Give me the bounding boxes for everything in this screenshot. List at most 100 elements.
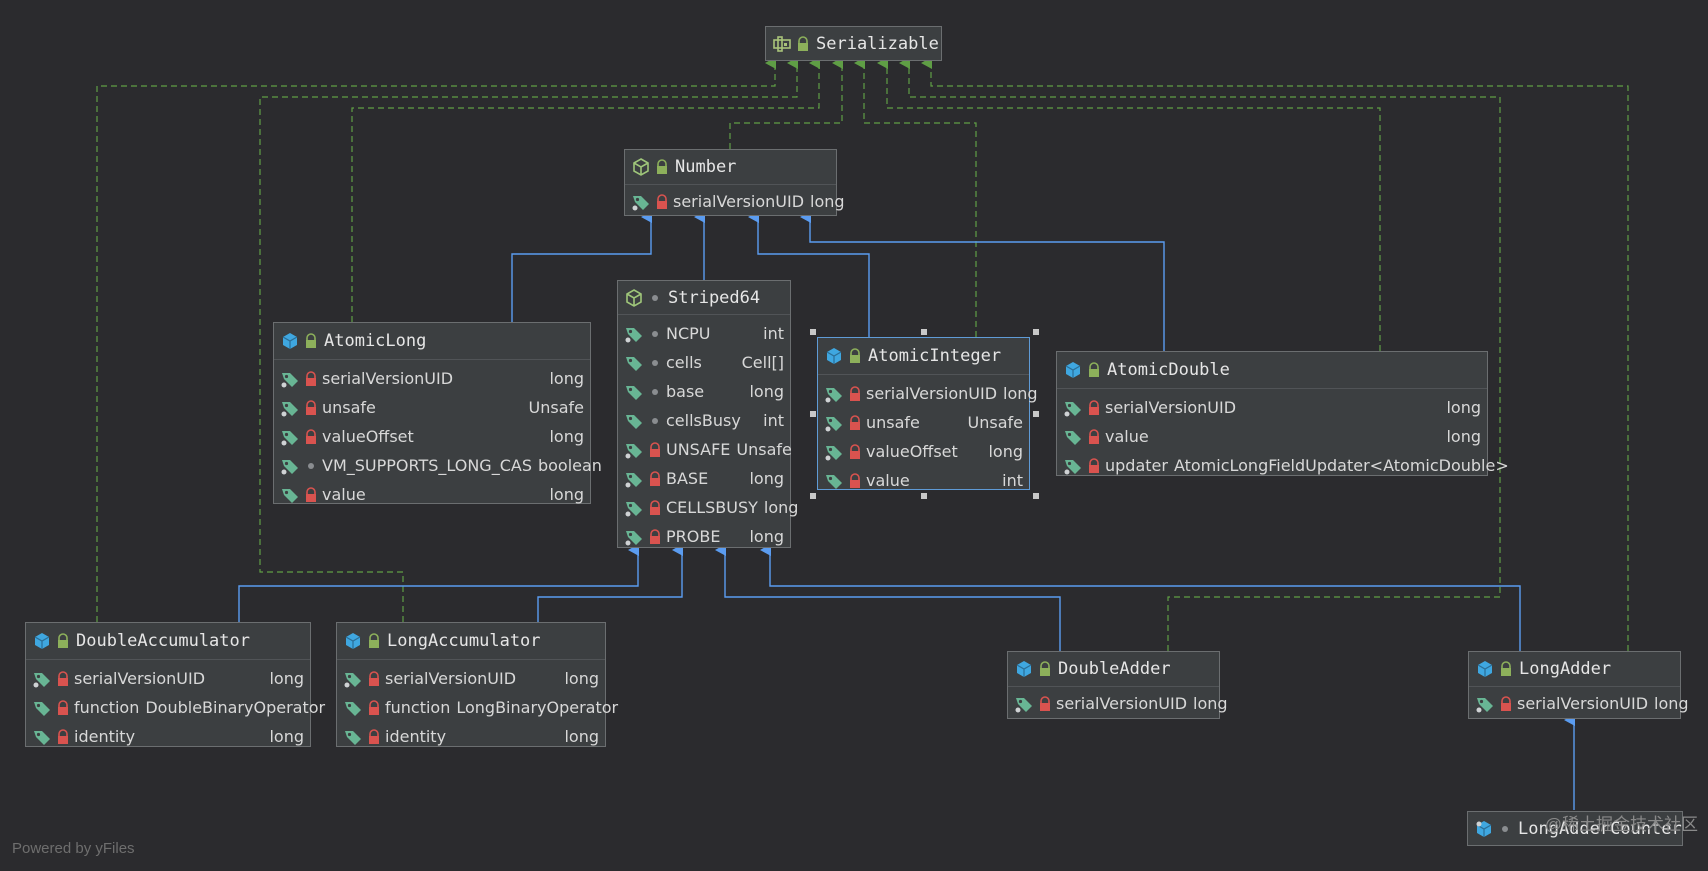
selection-handle[interactable]: [810, 329, 816, 335]
field-type: long: [549, 427, 584, 446]
field-icon: [624, 382, 644, 402]
edge-number-serializable: [729, 57, 843, 149]
node-serializable[interactable]: Serializable: [765, 26, 942, 61]
field-static-icon: [1014, 694, 1034, 714]
lock-public-icon: [1087, 362, 1101, 378]
lock-private-icon: [367, 699, 381, 716]
longaccumulator-header: LongAccumulator: [337, 623, 605, 660]
selection-handle[interactable]: [921, 493, 927, 499]
field-static-icon: [624, 324, 644, 344]
powered-by-label: Powered by yFiles: [12, 840, 135, 857]
field-type: Unsafe: [736, 440, 792, 459]
field-icon: [1063, 427, 1083, 447]
lock-public-icon: [56, 633, 70, 649]
node-number[interactable]: Number serialVersionUID long: [624, 149, 845, 216]
selection-handle[interactable]: [1033, 329, 1039, 335]
class-icon: [1475, 659, 1495, 679]
field-icon: [32, 727, 52, 747]
lock-public-icon: [367, 633, 381, 649]
node-longaddercounter[interactable]: LongAdderCounter: [1467, 811, 1683, 846]
field-icon: [824, 471, 844, 491]
lock-private-icon: [648, 470, 662, 487]
field-type: Cell[]: [741, 353, 784, 372]
field-static-icon: [343, 669, 363, 689]
lock-public-icon: [848, 348, 862, 364]
edge-longadder-serializable: [921, 57, 1629, 651]
interface-icon: [772, 34, 792, 54]
field-static-icon: [280, 398, 300, 418]
number-fields: serialVersionUID long: [625, 185, 845, 216]
field-static-icon: [32, 669, 52, 689]
field-type: int: [763, 411, 784, 430]
longadder-header: LongAdder: [1469, 652, 1680, 687]
edge-longadder-striped64: [760, 544, 1521, 651]
selection-handle[interactable]: [810, 411, 816, 417]
field-row[interactable]: identity long: [26, 722, 310, 751]
atomiclong-header: AtomicLong: [274, 323, 590, 360]
field-type: long: [763, 498, 799, 517]
field-static-icon: [624, 527, 644, 547]
field-name: serialVersionUID: [1517, 694, 1649, 713]
package-dot-icon: [648, 326, 662, 342]
lock-private-icon: [848, 472, 862, 489]
lock-public-icon: [1499, 661, 1513, 677]
striped64-title: Striped64: [668, 287, 761, 308]
edge-doubleadder-striped64: [715, 544, 1061, 651]
field-name: VM_SUPPORTS_LONG_CAS: [322, 456, 532, 475]
atomicinteger-header: AtomicInteger: [818, 338, 1029, 375]
field-name: serialVersionUID: [1056, 694, 1188, 713]
selection-handle[interactable]: [1033, 411, 1039, 417]
selection-handle[interactable]: [1033, 493, 1039, 499]
field-row[interactable]: CELLSBUSY long: [618, 493, 798, 522]
field-name: CELLSBUSY: [666, 498, 758, 517]
field-row[interactable]: serialVersionUID long: [625, 187, 845, 216]
watermark: @稀土掘金技术社区: [1544, 815, 1698, 834]
field-static-icon: [624, 469, 644, 489]
field-name: function: [385, 698, 451, 717]
doubleadder-header: DoubleAdder: [1008, 652, 1219, 687]
field-name: NCPU: [666, 324, 711, 343]
field-name: identity: [74, 727, 136, 746]
field-static-icon: [280, 427, 300, 447]
selection-handle[interactable]: [921, 329, 927, 335]
lock-private-icon: [648, 499, 662, 516]
selection-handle[interactable]: [810, 493, 816, 499]
field-type: long: [269, 727, 304, 746]
